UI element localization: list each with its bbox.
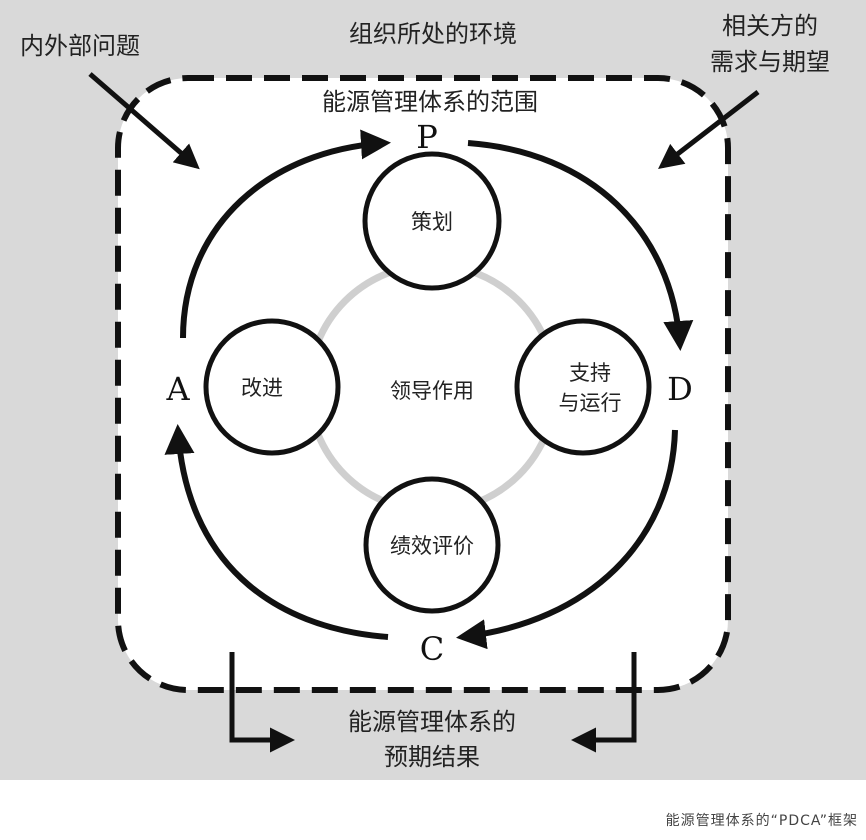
stakeholder-needs-label-line1: 相关方的 (722, 12, 818, 40)
stage-p-label: P (416, 118, 438, 156)
plan-node-label: 策划 (411, 210, 453, 234)
pdca-diagram: 组织所处的环境 内外部问题 相关方的 需求与期望 能源管理体系的范围 P D C… (0, 0, 866, 780)
improve-node-label: 改进 (241, 376, 283, 400)
figure-caption: 能源管理体系的“PDCA”框架 (665, 813, 858, 829)
internal-external-issues-label: 内外部问题 (20, 32, 140, 60)
arc-c-to-a (164, 424, 389, 640)
stage-c-label: C (420, 630, 444, 668)
stakeholder-arrow (658, 90, 760, 170)
leadership-label: 领导作用 (390, 379, 474, 403)
issues-arrow (88, 72, 200, 170)
support-operation-node (514, 318, 652, 456)
scope-boundary (115, 75, 731, 693)
stakeholder-needs-label-line2: 需求与期望 (710, 48, 830, 76)
arc-p-to-d (467, 140, 694, 351)
stage-a-label: A (165, 370, 190, 408)
evaluation-node-label: 绩效评价 (390, 534, 474, 558)
context-title: 组织所处的环境 (349, 20, 517, 48)
evaluation-node (363, 476, 501, 614)
output-arrow-right (571, 652, 637, 753)
scope-title: 能源管理体系的范围 (322, 88, 538, 116)
stage-d-label: D (667, 370, 693, 408)
support-operation-label-line1: 支持 (569, 361, 611, 385)
outcome-label-line2: 预期结果 (384, 743, 480, 771)
plan-node (362, 151, 502, 291)
support-operation-label-line2: 与运行 (559, 391, 622, 415)
output-arrow-left (229, 652, 295, 753)
arc-d-to-c (456, 429, 678, 650)
arc-a-to-p (180, 129, 391, 339)
improve-node (203, 318, 341, 456)
outcome-label-line1: 能源管理体系的 (348, 708, 516, 736)
